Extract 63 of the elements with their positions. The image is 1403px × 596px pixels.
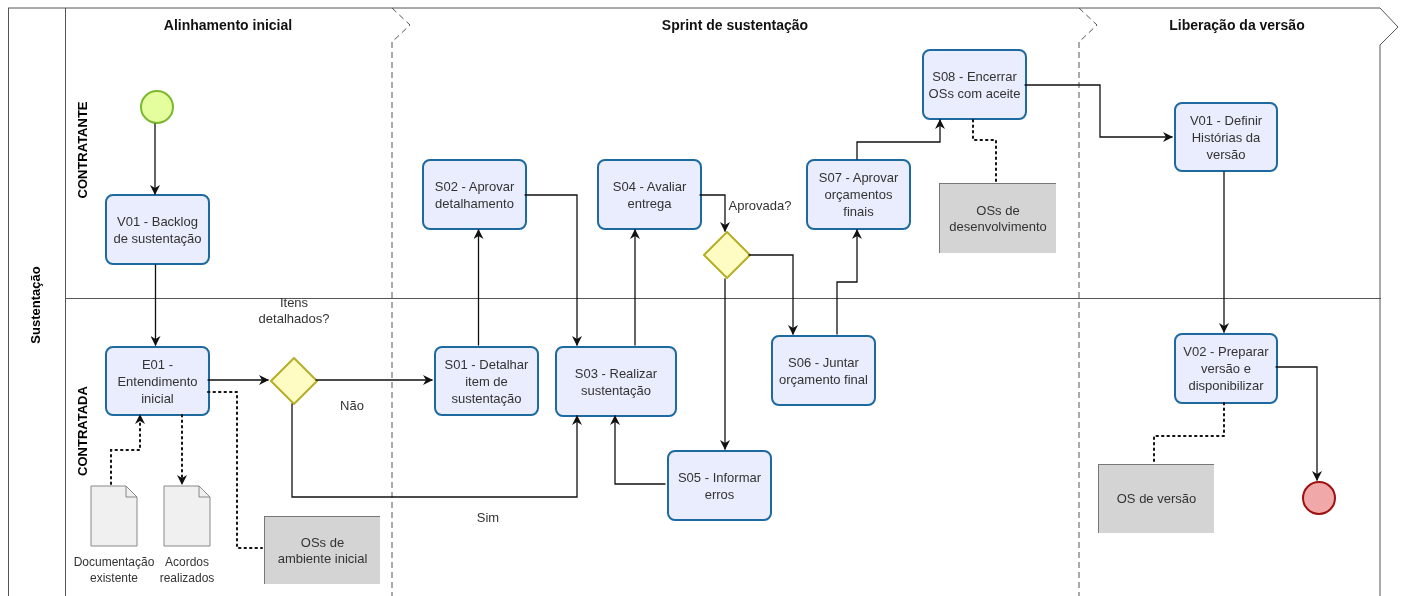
task-label: S04 - Avaliar entrega bbox=[611, 177, 688, 212]
task-box bbox=[597, 159, 702, 230]
association-line bbox=[110, 414, 145, 485]
task-box bbox=[667, 450, 772, 521]
arrow bbox=[207, 375, 269, 385]
task-box bbox=[105, 346, 210, 416]
task-label: V02 - Preparar versão e disponibilizar bbox=[1182, 343, 1270, 394]
arrow bbox=[610, 415, 666, 485]
arrow bbox=[836, 229, 862, 335]
association-line bbox=[207, 391, 263, 549]
document-label: Acordos realizados bbox=[158, 554, 216, 586]
task-box bbox=[105, 194, 210, 265]
task-label: S08 - Encerrar OSs com aceite bbox=[928, 67, 1021, 102]
data-object bbox=[264, 516, 380, 584]
phase-heading: Alinhamento inicial bbox=[163, 15, 293, 35]
task-label: S07 - Aprovar orçamentos finais bbox=[817, 169, 900, 220]
task-label: E01 - Entendimento inicial bbox=[116, 355, 199, 407]
document-label: Documentação existente bbox=[72, 554, 156, 586]
phase-heading: Sprint de sustentação bbox=[661, 15, 809, 35]
task-box bbox=[771, 335, 876, 406]
data-object-label: OSs de desenvolvimento bbox=[948, 202, 1048, 235]
arrow bbox=[699, 194, 730, 232]
task-box bbox=[806, 159, 911, 230]
data-object bbox=[939, 183, 1056, 253]
association-line bbox=[177, 414, 187, 485]
task-box bbox=[1174, 333, 1278, 404]
arrow bbox=[315, 375, 433, 385]
arrow bbox=[473, 229, 484, 346]
arrow bbox=[630, 229, 640, 346]
arrow bbox=[1275, 366, 1322, 481]
data-object bbox=[1098, 464, 1214, 533]
arrow bbox=[150, 264, 161, 346]
task-label: S03 - Realizar sustentação bbox=[573, 364, 659, 399]
arrow bbox=[748, 254, 798, 335]
pool-label: Sustentação bbox=[27, 266, 45, 344]
task-box bbox=[422, 159, 527, 230]
phase-heading: Liberação da versão bbox=[1169, 15, 1305, 35]
data-object-label: OSs de ambiente inicial bbox=[276, 534, 369, 567]
swimlane bbox=[65, 298, 1381, 596]
task-label: S02 - Aprovar detalhamento bbox=[433, 177, 516, 212]
lane-label: CONTRATADA bbox=[74, 386, 92, 476]
arrow bbox=[1219, 171, 1229, 333]
task-box bbox=[1174, 102, 1278, 172]
task-label: S06 - Juntar orçamento final bbox=[778, 353, 869, 388]
task-label: S01 - Detalhar item de sustentação bbox=[443, 355, 530, 407]
arrow bbox=[856, 119, 945, 160]
task-label: S05 - Informar erros bbox=[676, 468, 763, 503]
association-line bbox=[1153, 402, 1225, 464]
task-label: V01 - Backlog de sustentação bbox=[112, 212, 203, 247]
gateway-label: Aprovada? bbox=[728, 197, 792, 216]
lane-label: CONTRATANTE bbox=[74, 101, 92, 199]
arrow bbox=[720, 278, 730, 450]
arrow bbox=[150, 123, 160, 195]
task-box bbox=[555, 346, 677, 417]
task-label: V01 - Definir Histórias da versão bbox=[1188, 111, 1264, 163]
task-box bbox=[922, 49, 1027, 120]
arrow bbox=[291, 403, 582, 498]
arrow bbox=[524, 194, 582, 346]
task-box bbox=[434, 346, 539, 416]
arrow bbox=[1024, 84, 1173, 142]
data-object-label: OS de versão bbox=[1116, 491, 1197, 507]
association-line bbox=[972, 119, 997, 184]
gateway-label: Itens detalhados? bbox=[257, 295, 331, 328]
